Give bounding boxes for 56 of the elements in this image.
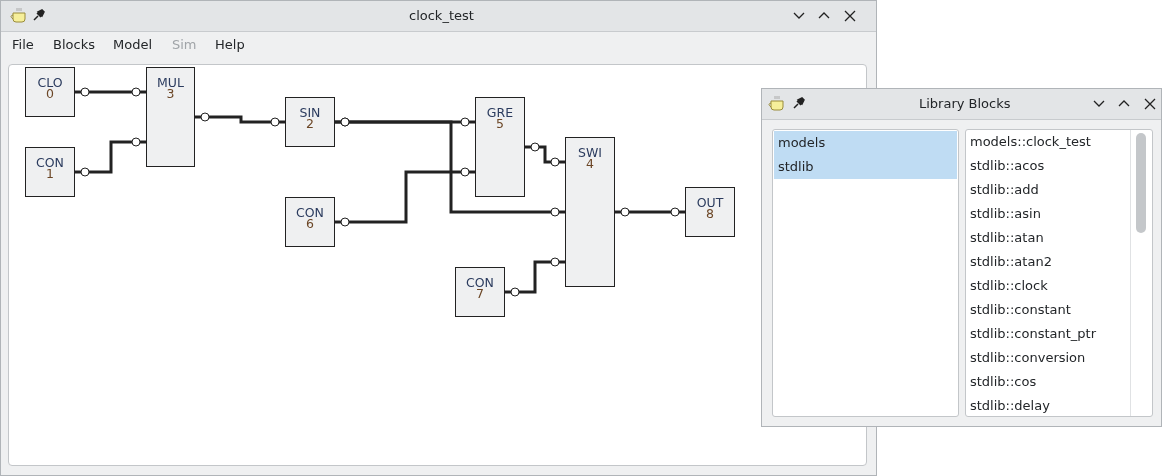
- block-name: CON: [35, 156, 65, 169]
- selected-list-item: models: [774, 131, 957, 155]
- connector: [75, 87, 146, 97]
- block-name: CON: [295, 206, 325, 219]
- block-number: 8: [706, 207, 714, 220]
- list-item: stdlib::add: [970, 182, 1039, 197]
- block-box: [25, 147, 75, 197]
- block-number: 7: [476, 287, 484, 300]
- block-box: [455, 267, 505, 317]
- window-title: clock_test: [409, 8, 474, 23]
- connector: [615, 207, 685, 217]
- list-item: stdlib::delay: [970, 398, 1050, 413]
- connector: [75, 137, 146, 177]
- connector: [335, 117, 565, 217]
- selected-list-item: stdlib: [774, 155, 957, 179]
- block-name: MUL: [156, 76, 185, 89]
- list-item: stdlib::asin: [970, 206, 1041, 221]
- block-box: [565, 137, 615, 287]
- menu-item: Sim: [172, 37, 197, 52]
- connector: [195, 112, 285, 127]
- block-name: SIN: [298, 106, 322, 119]
- list-item: stdlib::cos: [970, 374, 1037, 389]
- block-number: 5: [496, 117, 504, 130]
- block-number: 0: [46, 87, 54, 100]
- window-title: Library Blocks: [919, 96, 1011, 111]
- list-item: stdlib::conversion: [970, 350, 1086, 365]
- block-name: SWI: [577, 146, 603, 159]
- block-box: [475, 97, 525, 197]
- block-number: 4: [586, 157, 594, 170]
- block-box: [25, 67, 75, 117]
- block-number: 6: [306, 217, 314, 230]
- list-item: stdlib::clock: [970, 278, 1048, 293]
- connector: [335, 167, 475, 227]
- block-box: [285, 197, 335, 247]
- list-item: stdlib::acos: [970, 158, 1045, 173]
- block-number: 2: [306, 117, 314, 130]
- menu-item: Help: [215, 37, 245, 52]
- list-item: stdlib::atan2: [970, 254, 1052, 269]
- block-name: CLO: [36, 76, 64, 89]
- menu-item: Model: [113, 37, 153, 52]
- block-name: OUT: [695, 196, 725, 209]
- block-number: 3: [166, 87, 175, 100]
- connector: [505, 257, 565, 297]
- block-name: CON: [465, 276, 495, 289]
- list-item: models::clock_test: [970, 134, 1091, 149]
- menu-item: File: [12, 37, 34, 52]
- block-box: [285, 97, 335, 147]
- menu-item: Blocks: [53, 37, 95, 52]
- list-item: stdlib::atan: [970, 230, 1044, 245]
- block-box: [146, 67, 195, 167]
- block-box: [685, 187, 735, 237]
- block-name: GRE: [485, 106, 515, 119]
- list-item: stdlib::constant: [970, 302, 1071, 317]
- connector: [525, 142, 565, 167]
- list-item: stdlib::constant_ptr: [970, 326, 1097, 341]
- block-number: 1: [46, 167, 54, 180]
